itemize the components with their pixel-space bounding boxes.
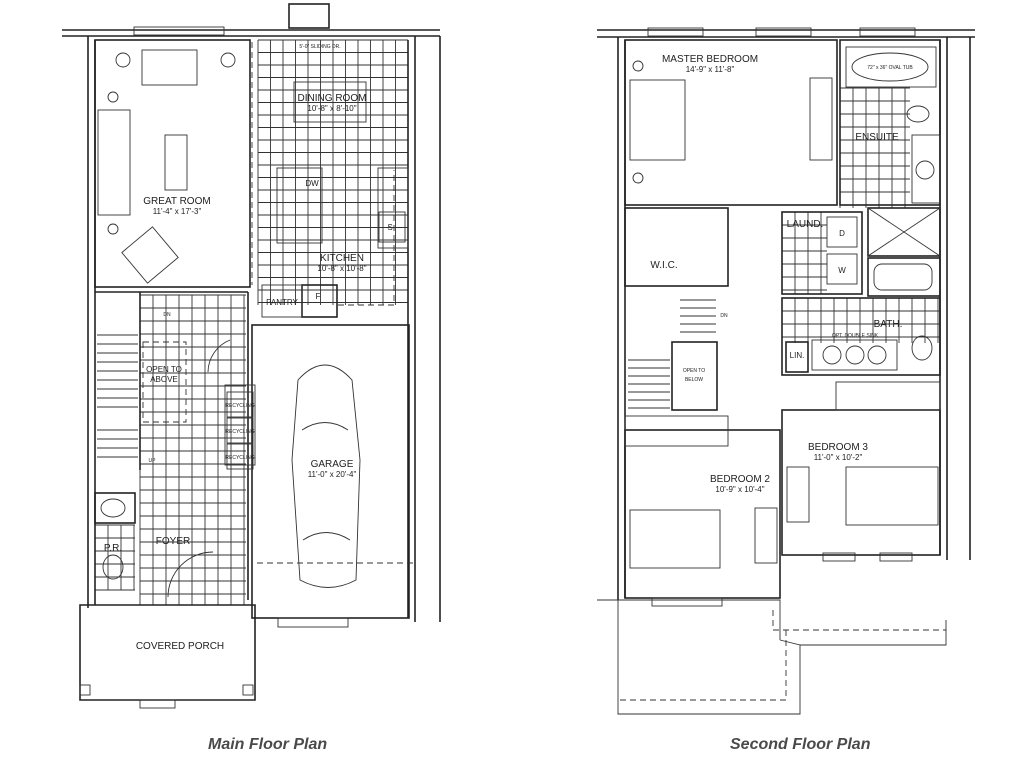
open-to-below-label: OPEN TO — [683, 368, 705, 374]
stove — [378, 211, 406, 243]
exterior-walls — [62, 29, 441, 622]
bedroom-2 — [624, 429, 781, 599]
room-name: BEDROOM 2 — [710, 474, 770, 485]
door-swing — [167, 339, 231, 598]
open-to-below — [671, 341, 718, 411]
sink — [94, 492, 136, 524]
sofa — [141, 49, 198, 86]
room-size: 11'-0" x 20'-4" — [308, 470, 357, 479]
toilet — [906, 105, 930, 123]
open-to-above-label: OPEN TO — [146, 365, 182, 374]
fridge-label: F — [316, 292, 321, 301]
recycling-bin-label: RECYCLING — [225, 403, 254, 409]
plant-icon — [220, 52, 236, 68]
armchair — [121, 226, 179, 284]
bed — [629, 509, 721, 569]
toilet — [102, 554, 124, 580]
dining-table — [293, 81, 367, 123]
fireplace — [288, 3, 330, 29]
coffee-table — [164, 134, 188, 191]
room-size: 11'-4" x 17'-3" — [153, 207, 202, 216]
room-size: 10'-9" x 10'-4" — [715, 485, 764, 494]
bed — [629, 79, 686, 161]
room-name: BEDROOM 3 — [808, 442, 868, 453]
bed — [845, 466, 939, 526]
sofa — [97, 109, 131, 216]
room-name: P.R. — [104, 543, 122, 554]
open-to-below-label: BELOW — [685, 377, 703, 383]
dresser — [754, 507, 778, 564]
stove-label: S — [387, 223, 392, 232]
dryer-label: D — [839, 229, 845, 238]
room-name: MASTER BEDROOM — [662, 54, 758, 65]
stair-up-label: UP — [149, 458, 157, 464]
room-name: LAUND. — [787, 219, 824, 230]
counter — [377, 167, 409, 249]
room-name: COVERED PORCH — [136, 641, 224, 652]
linen-closet — [785, 341, 809, 373]
room-name: FOYER — [156, 536, 190, 547]
room-name: KITCHEN — [320, 253, 364, 264]
kitchen-island — [276, 167, 323, 244]
bath — [781, 297, 941, 376]
pantry-label: PANTRY — [266, 298, 298, 307]
main-floor-caption: Main Floor Plan — [208, 736, 328, 753]
washer — [826, 253, 858, 285]
open-to-above-label: ABOVE — [150, 375, 178, 384]
window — [133, 26, 225, 36]
room-size: 14'-9" x 11'-8" — [686, 65, 735, 74]
master-bedroom — [624, 39, 838, 206]
garage-door — [277, 617, 349, 628]
room-size: 11'-0" x 10'-2" — [814, 453, 863, 462]
staircase — [628, 299, 716, 409]
ensuite — [839, 39, 941, 206]
pantry — [261, 284, 303, 318]
lamp-icon — [107, 223, 119, 235]
dresser — [786, 466, 810, 523]
walk-in-closet — [624, 207, 729, 287]
room-size: 10'-8" x 10'-8" — [317, 264, 366, 273]
laundry — [781, 211, 863, 295]
second-floor-caption: Second Floor Plan — [730, 736, 871, 753]
interior-walls — [95, 291, 249, 600]
staircase — [97, 334, 138, 458]
room-size: 10'-8" x 8'-10" — [307, 104, 356, 113]
room-name: BATH. — [874, 319, 903, 330]
recycling-bin-label: RECYCLING — [225, 455, 254, 461]
bathtub — [867, 257, 941, 297]
dresser — [809, 77, 833, 161]
dryer — [826, 216, 858, 248]
tile-floor — [781, 87, 940, 343]
second-floor-plan: MASTER BEDROOM 14'-9" x 11'-8" 72" x 36"… — [597, 27, 975, 715]
roof-outline — [597, 599, 947, 715]
washer-label: W — [838, 266, 846, 275]
recycling-bin-label: RECYCLING — [225, 429, 254, 435]
room-name: GREAT ROOM — [143, 196, 210, 207]
bedroom-3 — [781, 409, 941, 556]
car — [291, 364, 361, 588]
tub-label: 72" x 36" OVAL TUB — [867, 65, 913, 71]
great-room — [94, 39, 251, 288]
linen-label: LIN. — [790, 351, 805, 360]
stair-down-label: DN — [163, 312, 171, 318]
dishwasher-label: DW — [305, 179, 319, 188]
lamp-icon — [107, 91, 119, 103]
stair-down-label: DN — [720, 313, 728, 319]
room-name: ENSUITE — [855, 132, 899, 143]
shower — [867, 207, 941, 257]
room-name: DINING ROOM — [298, 93, 367, 104]
vanity — [811, 339, 898, 371]
toilet — [911, 335, 933, 361]
room-name: W.I.C. — [650, 260, 677, 271]
double-sink-label: OPT. DOUBLE SINK — [832, 333, 879, 339]
covered-porch — [79, 604, 256, 701]
plant-icon — [115, 52, 131, 68]
room-name: GARAGE — [311, 459, 354, 470]
sliding-door-label: 5'-0" SLIDING DR. — [299, 44, 340, 50]
oval-tub — [851, 52, 929, 82]
main-floor-plan: 5'-0" SLIDING DR. DINING ROOM 10'-8" x 8… — [62, 3, 441, 709]
exterior-walls — [597, 29, 975, 600]
